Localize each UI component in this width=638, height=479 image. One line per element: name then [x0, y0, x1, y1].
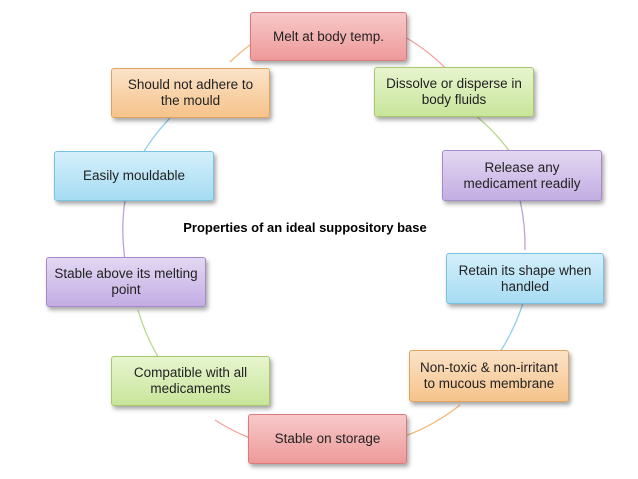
- ring-arc-7: [137, 309, 161, 361]
- ring-arc-6: [214, 419, 251, 439]
- ring-arc-10: [229, 44, 251, 63]
- node-stable-on-storage: Stable on storage: [248, 414, 407, 464]
- node-melt-at-body-temp: Melt at body temp.: [250, 12, 407, 61]
- node-compatible-with-medicaments: Compatible with all medicaments: [111, 356, 270, 406]
- ring-arc-4: [499, 302, 524, 353]
- node-retain-shape: Retain its shape when handled: [446, 253, 604, 304]
- ring-arc-8: [122, 199, 126, 261]
- node-non-toxic-non-irritant: Non-toxic & non-irritant to mucous membr…: [409, 350, 569, 402]
- ring-arc-3: [519, 199, 526, 251]
- ring-arc-5: [404, 404, 461, 437]
- node-dissolve-or-disperse: Dissolve or disperse in body fluids: [374, 67, 534, 117]
- diagram-title: Properties of an ideal suppository base: [183, 220, 427, 235]
- node-stable-above-melting-point: Stable above its melting point: [46, 257, 206, 307]
- node-easily-mouldable: Easily mouldable: [54, 151, 214, 201]
- node-release-medicament: Release any medicament readily: [442, 150, 602, 201]
- node-should-not-adhere: Should not adhere to the mould: [111, 68, 270, 118]
- ring-arc-2: [474, 114, 511, 153]
- ring-arc-9: [142, 117, 171, 154]
